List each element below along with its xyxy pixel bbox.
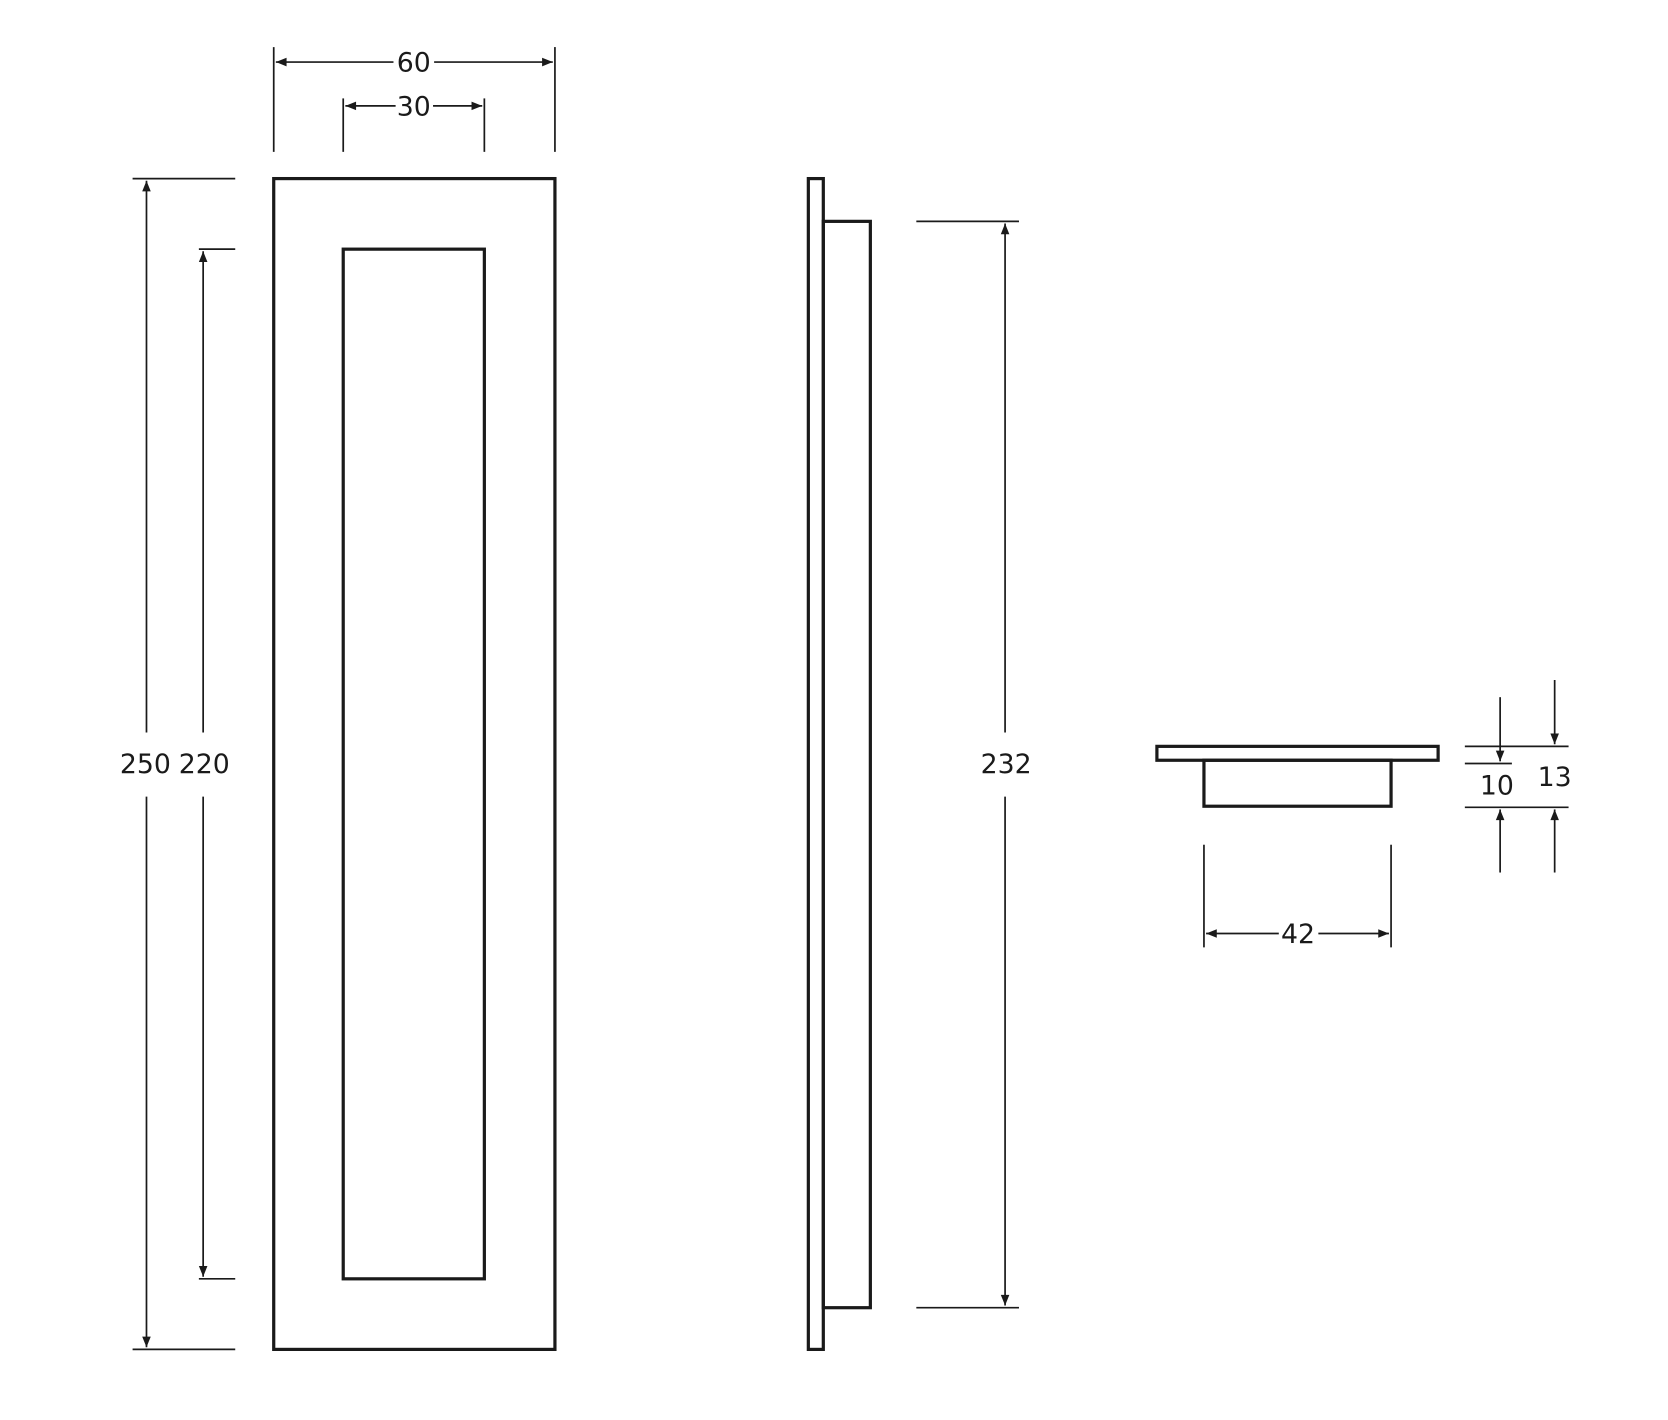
end-recess-body <box>1202 758 1393 808</box>
dimension-label-inner-width: 30 <box>397 92 431 123</box>
dimension-label-recess-height: 232 <box>981 749 1032 780</box>
side-view: 232 <box>806 176 1032 1352</box>
dimension-label-overall-width: 60 <box>397 48 431 79</box>
dimension-label-overall-depth: 13 <box>1538 762 1572 793</box>
front-view: 60 30 250 220 <box>120 47 557 1352</box>
dimension-label-inner-height: 220 <box>179 749 230 780</box>
outer-plate <box>272 176 557 1352</box>
dimension-label-overall-height: 250 <box>120 749 171 780</box>
end-view: 42 10 13 <box>1155 680 1572 950</box>
side-plate <box>806 176 825 1352</box>
inner-recess <box>341 247 486 1281</box>
side-recess-body <box>821 219 872 1310</box>
dimension-label-recess-depth: 10 <box>1480 770 1514 801</box>
end-flange <box>1155 744 1440 762</box>
dimension-label-recess-width: 42 <box>1281 919 1315 950</box>
